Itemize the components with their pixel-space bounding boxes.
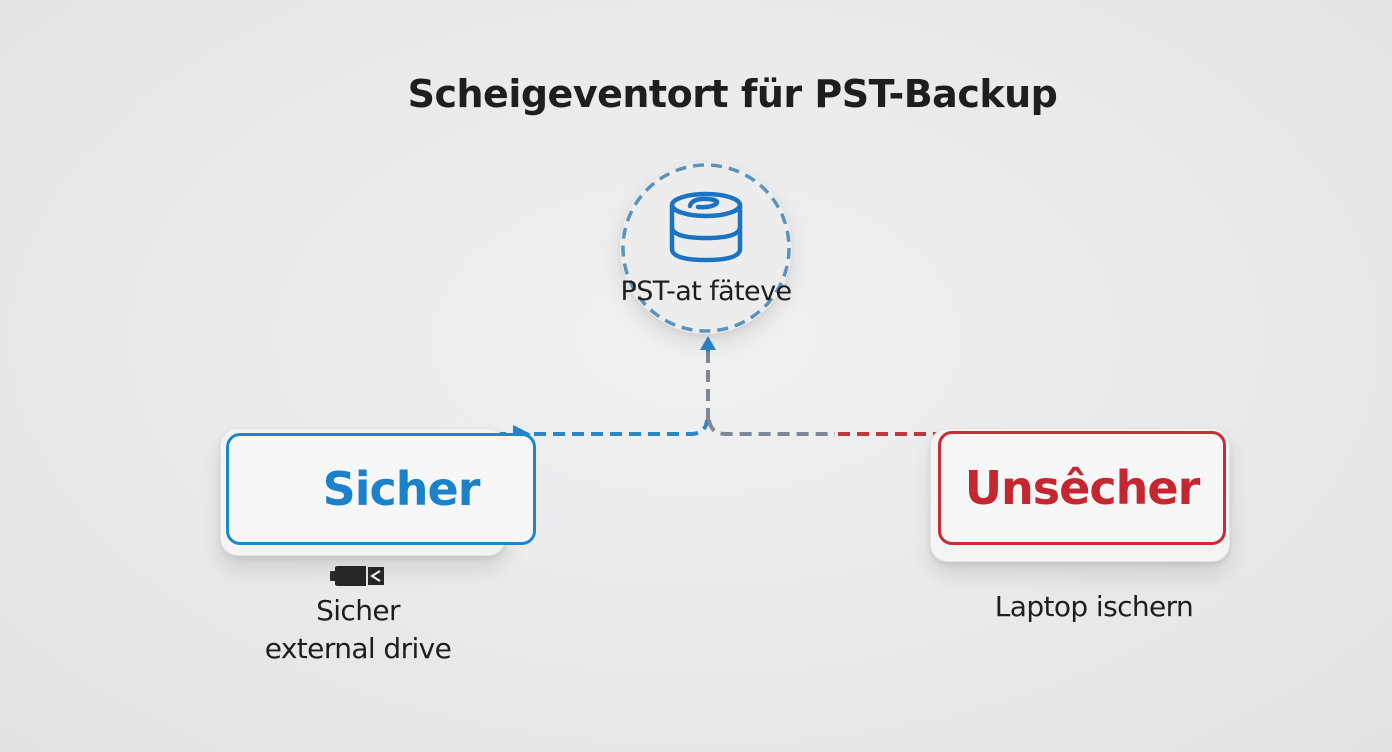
pst-hub-node	[620, 162, 792, 334]
unsafe-caption: Laptop ischern	[994, 590, 1194, 623]
hub-connector	[700, 336, 716, 420]
safe-label: Sicher	[226, 433, 536, 545]
unsafe-connector	[707, 419, 942, 436]
diagram-title: Scheigeventort für PST-Backup	[407, 72, 1058, 116]
unsafe-location-card[interactable]: Unsêcher	[930, 428, 1230, 562]
safe-caption-line2: external drive	[264, 632, 452, 665]
usb-drive-icon	[330, 566, 384, 586]
safe-location-card[interactable]: Sicher	[220, 428, 536, 556]
hub-label: PST-at fäteve	[620, 276, 793, 307]
safe-caption-line1: Sicher	[316, 594, 400, 627]
safe-caption: Sicher external drive	[228, 592, 488, 668]
unsafe-label: Unsêcher	[938, 431, 1226, 545]
dashed-ring	[621, 163, 791, 333]
database-icon	[669, 191, 743, 263]
